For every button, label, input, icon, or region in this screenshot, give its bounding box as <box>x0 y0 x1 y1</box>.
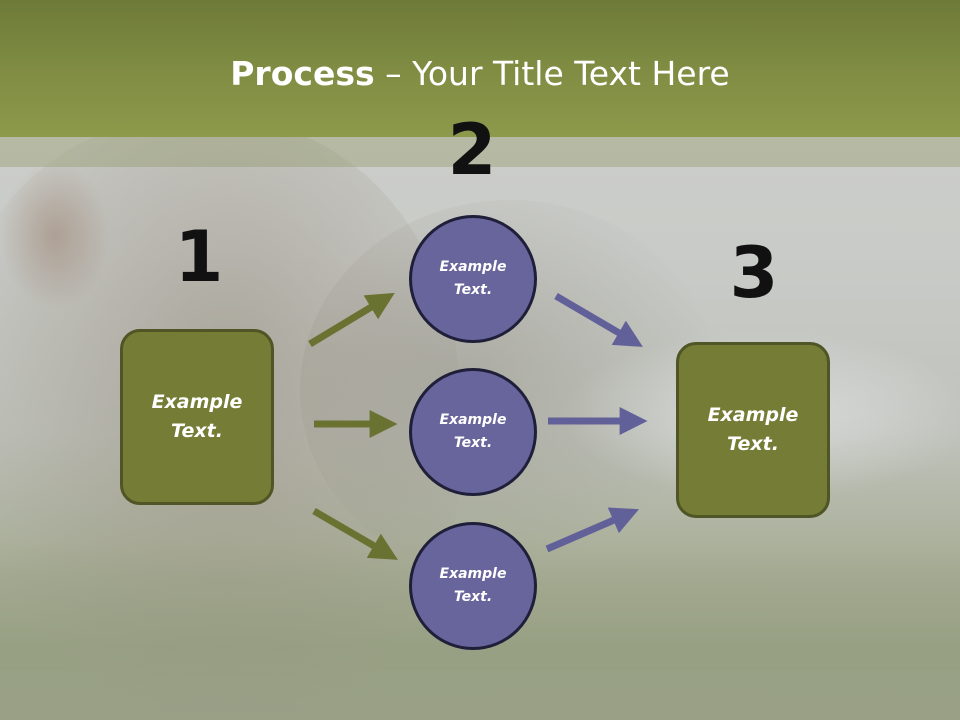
step-number-2: 2 <box>447 109 497 191</box>
step-box-1-label: Example Text. <box>151 391 243 442</box>
title-bold: Process <box>230 54 375 93</box>
step-box-3-label: Example Text. <box>707 404 799 455</box>
middle-node-bottom-label: Example Text. <box>439 566 507 605</box>
slide-title: Process – Your Title Text Here <box>0 52 960 96</box>
middle-node-top-label: Example Text. <box>439 259 507 298</box>
step-number-1: 1 <box>174 216 224 298</box>
step-number-3: 3 <box>729 232 779 314</box>
background-ear-shape <box>0 160 110 310</box>
middle-node-middle: Example Text. <box>409 368 537 496</box>
step-box-3: Example Text. <box>676 342 830 518</box>
arrow-step1-to-top-node <box>308 292 395 347</box>
title-bar <box>0 0 960 137</box>
arrow-step1-to-bottom-node <box>312 507 398 560</box>
arrow-bottom-node-to-step3 <box>545 507 639 553</box>
middle-node-middle-label: Example Text. <box>439 412 507 451</box>
title-strip <box>0 137 960 167</box>
arrow-top-node-to-step3 <box>554 292 643 347</box>
step-box-1: Example Text. <box>120 329 274 505</box>
middle-node-top: Example Text. <box>409 215 537 343</box>
middle-node-bottom: Example Text. <box>409 522 537 650</box>
title-rest: – Your Title Text Here <box>374 54 730 93</box>
